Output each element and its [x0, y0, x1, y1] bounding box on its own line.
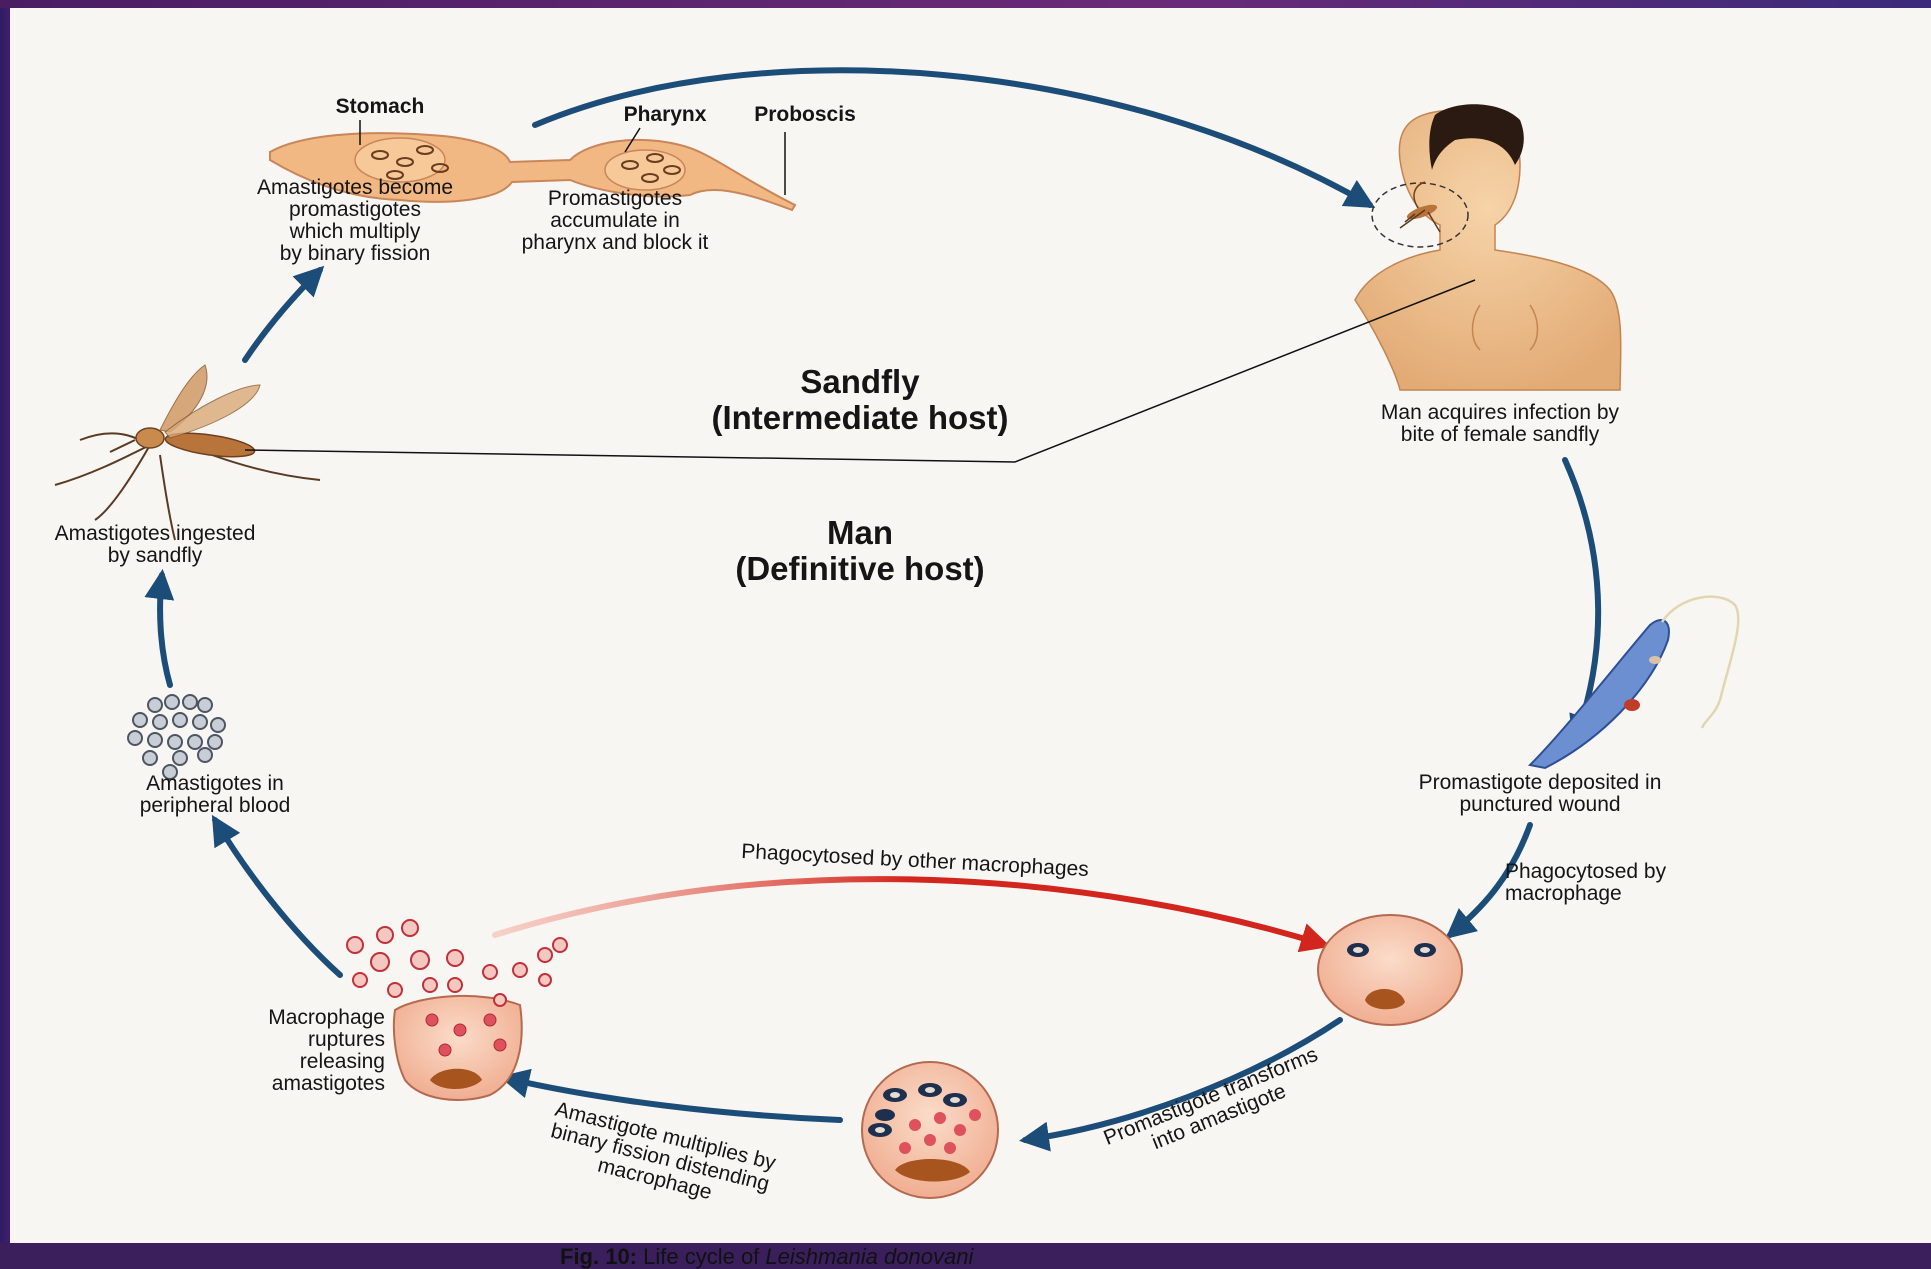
ruptured-macrophage-illustration — [394, 996, 522, 1100]
phagocytosed-by-macrophage-label: Phagocytosed by macrophage — [1505, 861, 1715, 905]
man-acquires-label: Man acquires infection by bite of female… — [1320, 402, 1680, 446]
caption-text: Life cycle of — [637, 1244, 765, 1269]
man-host-label: Man (Definitive host) — [640, 515, 1080, 587]
pharynx-label: Pharynx — [600, 104, 730, 126]
arrow-sandfly-to-stomach — [245, 270, 320, 360]
sandfly-illustration — [55, 365, 320, 540]
promastigote-deposited-label: Promastigote deposited in punctured woun… — [1360, 772, 1720, 816]
multiplying-macrophage-illustration — [862, 1062, 998, 1198]
arrow-phagocytosed-by-other — [495, 879, 1325, 945]
sandfly-host-label: Sandfly (Intermediate host) — [640, 364, 1080, 436]
promastigote-illustration — [1530, 597, 1738, 768]
released-amastigotes — [347, 920, 567, 1006]
promastigotes-accumulate-label: Promastigotes accumulate in pharynx and … — [480, 188, 750, 254]
amastigotes-become-label: Amastigotes become promastigotes which m… — [210, 177, 500, 265]
macrophage-ruptures-label: Macrophage ruptures releasing amastigote… — [205, 1007, 385, 1095]
blood-amastigotes — [128, 695, 225, 779]
proboscis-label: Proboscis — [730, 104, 880, 126]
arrow-rupture-to-blood — [215, 820, 340, 975]
caption-fig-number: Fig. 10: — [560, 1244, 637, 1269]
figure-caption: Fig. 10: Life cycle of Leishmania donova… — [560, 1224, 1260, 1268]
amastigotes-ingested-label: Amastigotes ingested by sandfly — [10, 523, 300, 567]
infected-macrophage-illustration — [1318, 915, 1462, 1025]
arrow-blood-to-ingested — [160, 575, 170, 685]
caption-species: Leishmania donovani — [765, 1244, 973, 1269]
stomach-label: Stomach — [310, 96, 450, 118]
amastigotes-blood-label: Amastigotes in peripheral blood — [95, 773, 335, 817]
